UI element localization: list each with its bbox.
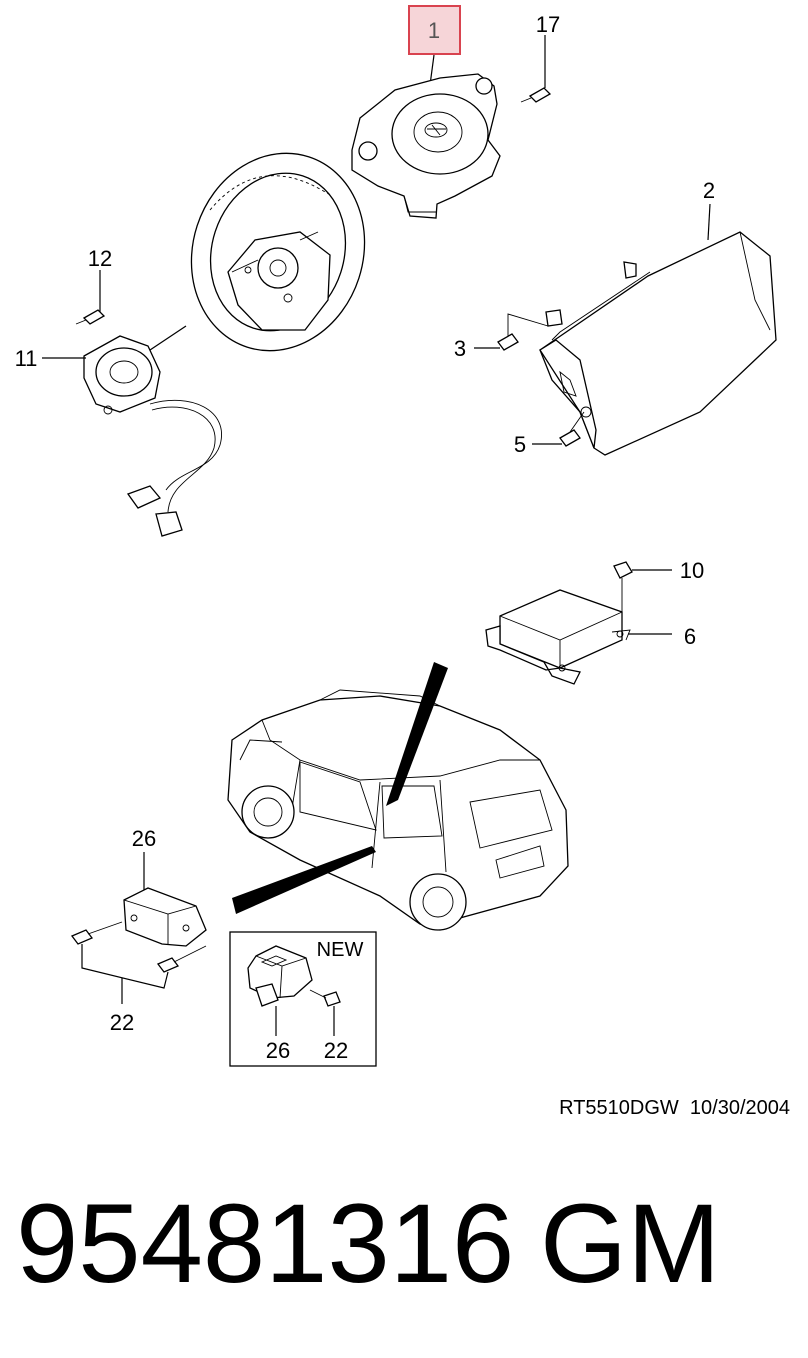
impact-sensor: [123, 852, 207, 947]
screw-17: [520, 35, 552, 103]
pointer-wedge-upper: [386, 662, 448, 806]
inset-new-label: NEW: [317, 939, 364, 961]
callout-3[interactable]: 3: [454, 336, 466, 361]
drawing-reference: RT5510DGW 10/30/2004: [559, 1097, 790, 1119]
steering-wheel: [190, 152, 366, 352]
new-impact-sensor: [247, 945, 313, 1036]
screw-22-right: [156, 945, 207, 973]
inset-screw-22: [309, 989, 341, 1036]
driver-airbag-module: [351, 73, 501, 219]
pointer-wedge-lower: [232, 846, 376, 914]
callout-22[interactable]: 22: [110, 1010, 134, 1035]
callout-6[interactable]: 6: [684, 624, 696, 649]
callout-17[interactable]: 17: [536, 12, 560, 37]
callout-10[interactable]: 10: [680, 558, 704, 583]
new-part-inset-box: [229, 931, 377, 1067]
inset-callout-22[interactable]: 22: [324, 1038, 348, 1063]
screw-12: [75, 270, 106, 325]
screw-3: [474, 313, 549, 351]
bolt-10: [613, 561, 672, 628]
clock-spring: [83, 325, 222, 537]
callout-1[interactable]: 1: [428, 18, 440, 43]
inset-callout-26[interactable]: 26: [266, 1038, 290, 1063]
airbag-control-module: [485, 589, 672, 685]
callout-1-highlight-box[interactable]: [408, 5, 461, 55]
callout-5[interactable]: 5: [514, 432, 526, 457]
vehicle-outline: [227, 689, 569, 931]
part-number: 95481316: [16, 1181, 514, 1306]
passenger-airbag-module: [539, 203, 777, 456]
brand-name: GM: [540, 1181, 720, 1306]
callout-12[interactable]: 12: [88, 246, 112, 271]
screw-22-left: [70, 921, 123, 945]
callout-2[interactable]: 2: [703, 178, 715, 203]
screw-5: [532, 411, 585, 447]
callout-26[interactable]: 26: [132, 826, 156, 851]
callout-11[interactable]: 11: [15, 346, 38, 371]
